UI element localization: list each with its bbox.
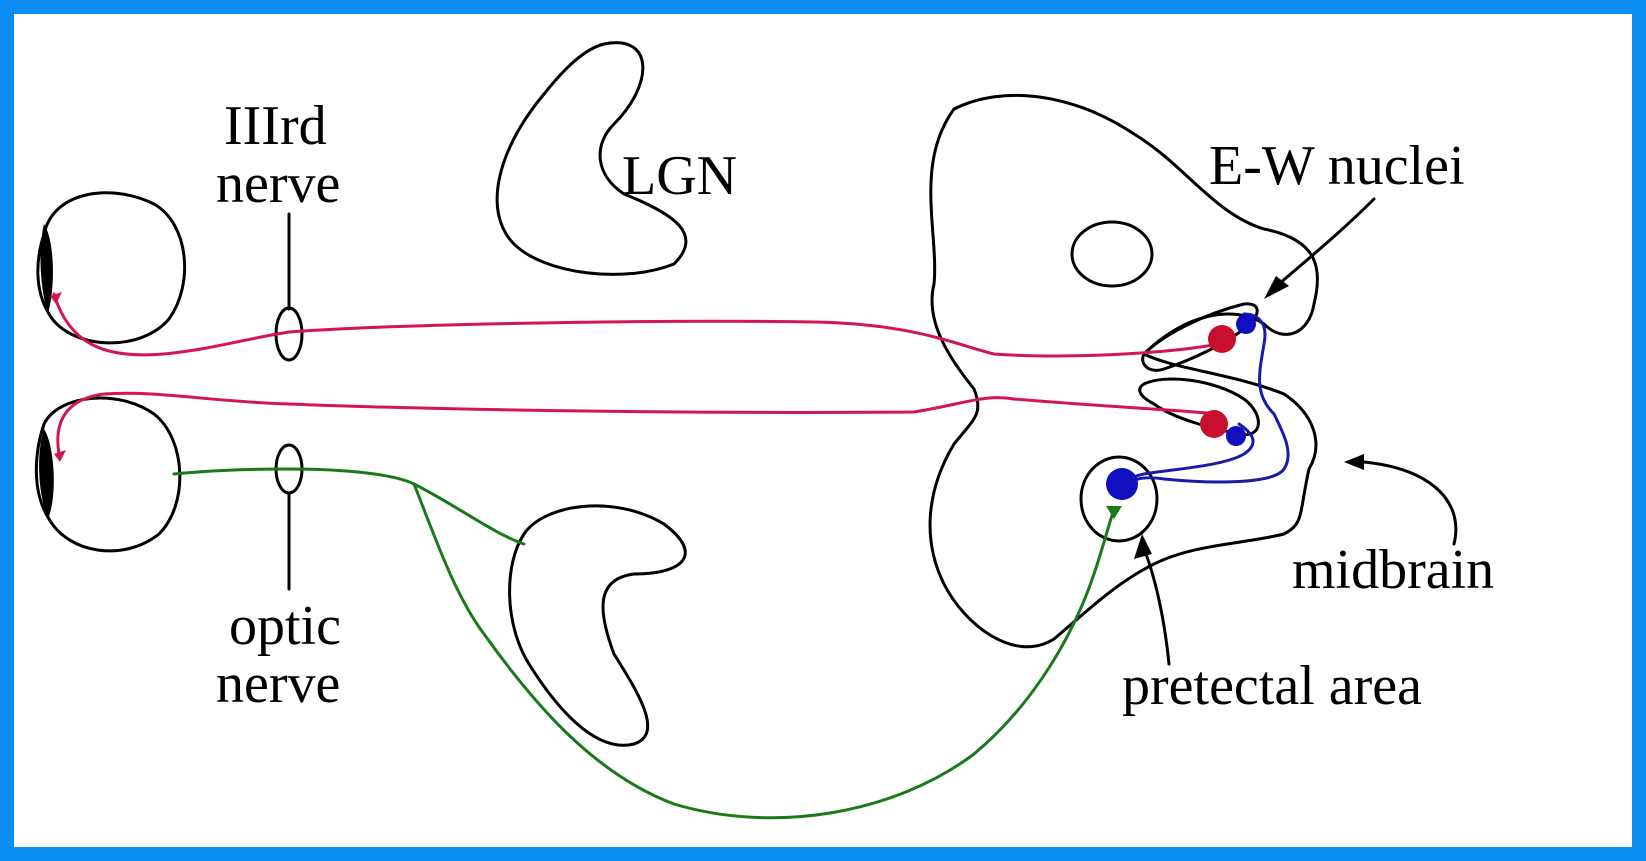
ew-cell-upper-red	[1208, 325, 1236, 353]
pretectal-cell	[1106, 468, 1138, 500]
efferent-path-upper	[52, 292, 1221, 358]
lgn-lower	[508, 504, 687, 747]
afferent-path	[172, 467, 1116, 820]
label-optic-nerve-line2: nerve	[216, 653, 340, 715]
ew-cell-lower-blue	[1226, 426, 1246, 446]
upper-eye-lens	[40, 224, 53, 314]
pretectal-nucleus	[1079, 455, 1159, 543]
ew-cell-upper-blue	[1236, 314, 1256, 334]
label-midbrain: midbrain	[1292, 539, 1494, 601]
third-nerve-marker	[274, 212, 304, 362]
label-ew-nuclei: E-W nuclei	[1209, 135, 1465, 197]
midbrain-outline	[928, 93, 1319, 649]
lower-eye-lens	[39, 429, 54, 519]
midbrain-arrowhead	[1344, 454, 1364, 470]
label-pretectal-area: pretectal area	[1122, 655, 1422, 717]
optic-nerve-marker	[274, 443, 304, 591]
pretectal-pointer	[1142, 547, 1171, 666]
label-optic-nerve-line1: optic	[229, 595, 341, 657]
ew-nuclei-arrowhead	[1264, 276, 1289, 299]
ew-cell-lower-red	[1200, 410, 1228, 438]
pupillary-reflex-diagram: IIIrd nerve LGN E-W nuclei optic nerve m…	[34, 41, 1494, 820]
ew-nuclei-pointer	[1277, 197, 1376, 286]
pretectal-arrowhead	[1134, 534, 1152, 559]
lgn-upper	[495, 41, 688, 276]
label-third-nerve-line1: IIIrd	[224, 95, 327, 157]
efferent-arrow-upper	[50, 292, 62, 304]
midbrain-pointer	[1362, 460, 1458, 546]
label-lgn: LGN	[622, 145, 737, 207]
interneuron-path-upper	[1124, 312, 1290, 486]
efferent-arrow-lower	[54, 450, 66, 462]
upper-eye	[36, 191, 187, 345]
label-third-nerve-line2: nerve	[216, 153, 340, 215]
diagram-canvas: IIIrd nerve LGN E-W nuclei optic nerve m…	[14, 14, 1632, 847]
efferent-path-lower	[56, 391, 1221, 456]
lower-eye	[34, 396, 182, 553]
cerebral-aqueduct	[1070, 220, 1154, 288]
afferent-arrow	[1106, 506, 1122, 519]
